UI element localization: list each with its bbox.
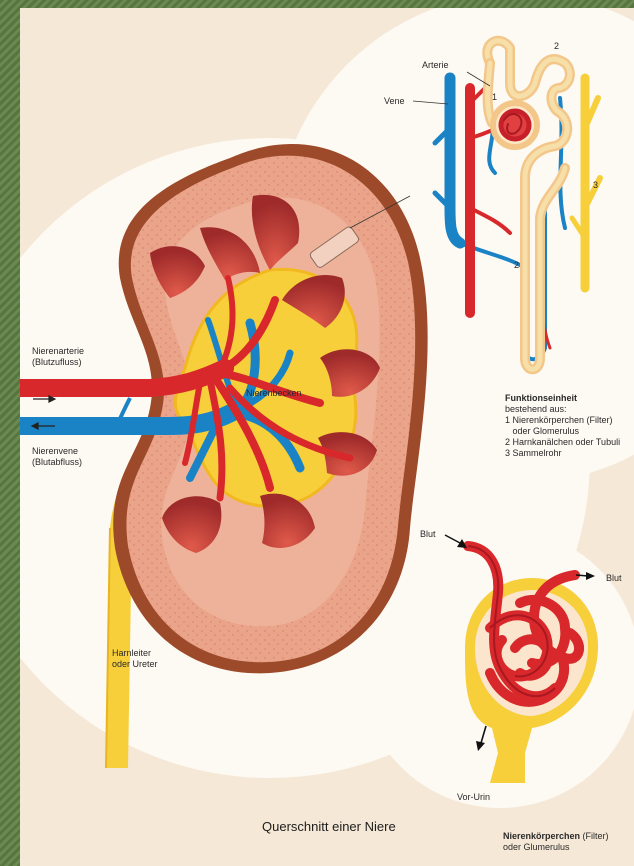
label-number-3: 3 (593, 180, 598, 191)
label-number-2-top: 2 (554, 41, 559, 52)
label-number-1: 1 (492, 92, 497, 103)
funktionseinheit-heading: Funktionseinheit (505, 393, 620, 404)
label-arterie: Arterie (422, 60, 449, 71)
label-number-2-mid: 2 (514, 260, 519, 271)
diagram-title: Querschnitt einer Niere (262, 819, 396, 834)
label-blut-in: Blut (420, 529, 436, 540)
label-nierenvene: Nierenvene (Blutabfluss) (32, 446, 82, 468)
label-vene: Vene (384, 96, 405, 107)
diagram-sheet: Arterie Vene 1 2 2 3 Nierenarterie (Blut… (20, 8, 634, 866)
label-nierenarterie: Nierenarterie (Blutzufluss) (32, 346, 84, 368)
funktionseinheit-legend: Funktionseinheit bestehend aus: 1 Nieren… (505, 393, 620, 459)
label-vor-urin: Vor-Urin (457, 792, 490, 803)
caption-nierenkoerperchen: Nierenkörperchen (Filter) oder Glumerulu… (503, 831, 609, 853)
label-harnleiter: Harnleiter oder Ureter (112, 648, 158, 670)
label-nierenbecken: Nierenbecken (246, 388, 302, 399)
label-blut-out: Blut (606, 573, 622, 584)
